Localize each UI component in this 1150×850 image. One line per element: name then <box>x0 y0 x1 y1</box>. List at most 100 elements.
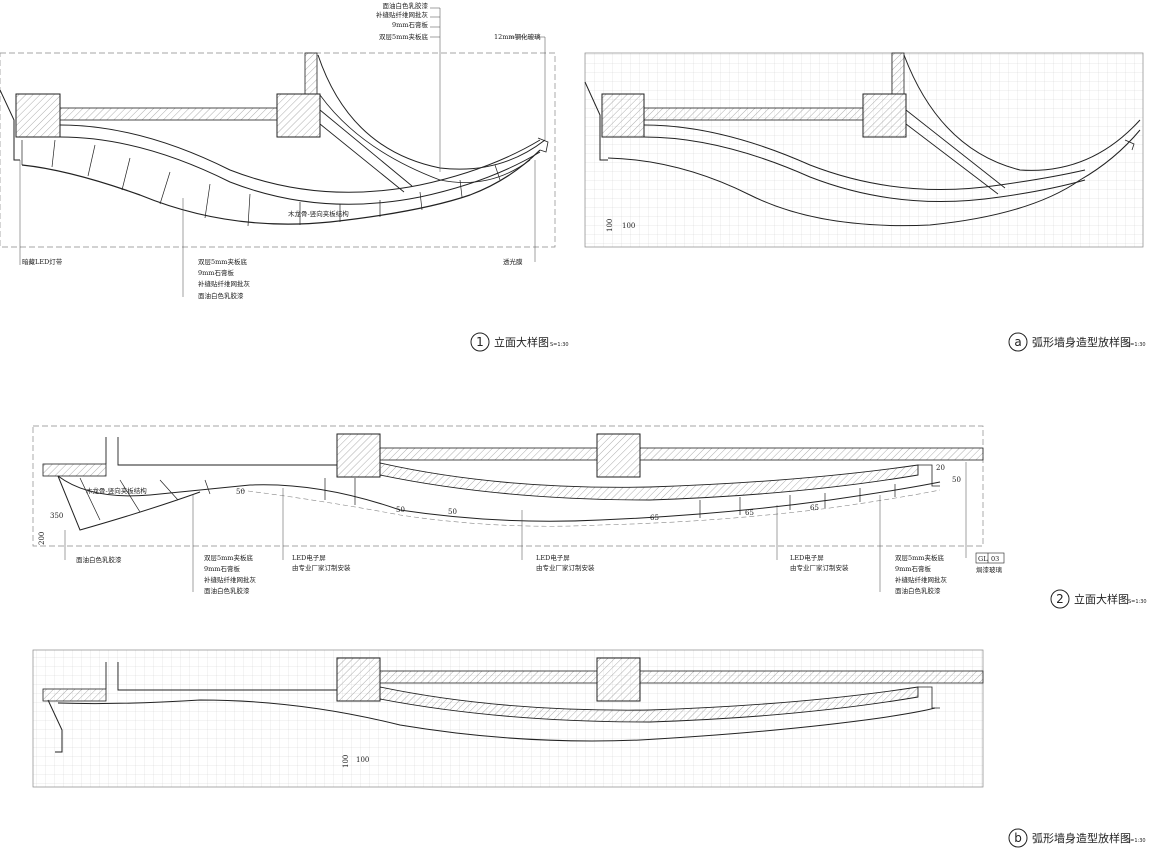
note-glass: 12mm钢化玻璃 <box>494 32 541 41</box>
dim-along-5: 65 <box>745 509 754 517</box>
note-right-1: 双层5mm夹板底 <box>895 553 944 562</box>
curved-wall-upper-inner <box>319 94 531 183</box>
glass-2-end <box>918 464 940 487</box>
beam-b-left <box>42 688 107 702</box>
drawing-symbol-a <box>1008 332 1028 352</box>
note-bottom-1: 双层5mm夹板底 <box>198 257 247 266</box>
column-left-a <box>601 93 645 138</box>
wall-top <box>304 52 318 95</box>
scale-b: S=1:30 <box>1127 838 1146 844</box>
drawing-2-frame <box>32 425 984 547</box>
band-inner-a <box>643 136 1086 202</box>
note-bottom-3: 补缝贴纤维网批灰 <box>198 279 251 288</box>
dim-along-3: 50 <box>448 508 457 516</box>
note-mid-3: 补缝贴纤维网批灰 <box>204 575 257 584</box>
dim-along-4: 65 <box>650 514 659 522</box>
column-b-right <box>596 657 641 702</box>
drawing-a-grid <box>584 52 1144 248</box>
led-3-b: 由专业厂家订制安装 <box>790 563 849 572</box>
wall-left-edge <box>0 89 15 148</box>
led-2-b: 由专业厂家订制安装 <box>536 563 595 572</box>
wall-2-left <box>105 437 337 466</box>
wall-b-left-end <box>47 699 63 753</box>
title-block-1: 1 立面大样图 S=1:30 <box>470 332 569 352</box>
curve-upper-a <box>903 54 1141 171</box>
wall-b-left <box>105 662 337 691</box>
column-center <box>276 93 321 138</box>
beam-a <box>643 107 864 121</box>
drawing-b-grid <box>32 649 984 788</box>
note-mid-2: 9mm石膏板 <box>204 564 240 573</box>
note-keel-1: 木龙骨-竖向夹板结构 <box>288 209 349 218</box>
note-right-4: 面油白色乳胶漆 <box>895 586 941 595</box>
title-block-a: a 弧形墙身造型放样图 S=1:30 <box>1008 332 1146 352</box>
curve-lower-a <box>607 129 1141 227</box>
led-1-b: 由专业厂家订制安装 <box>292 563 351 572</box>
title-1: 立面大样图 <box>494 335 549 349</box>
scale-2: S=1:30 <box>1128 599 1147 605</box>
grid-dim-a-1: 100 <box>606 219 614 232</box>
title-2: 立面大样图 <box>1074 592 1129 606</box>
note-top-1: 面油白色乳胶漆 <box>383 1 429 10</box>
led-strip-marker <box>13 148 20 161</box>
curved-band-b <box>379 686 919 723</box>
symbol-text-b: b <box>1014 831 1022 845</box>
curved-band-2 <box>379 462 919 501</box>
curve-2-led-line <box>239 489 941 527</box>
drawing-1-frame <box>0 52 556 248</box>
curved-band-inner <box>59 136 541 205</box>
led-marker-a <box>599 150 608 161</box>
dim-along-6: 65 <box>810 504 819 512</box>
grid-dim-b-1: 100 <box>342 755 350 768</box>
curved-wall-upper <box>317 54 546 170</box>
note-mid-1: 双层5mm夹板底 <box>204 553 253 562</box>
beam-b-right <box>639 670 984 684</box>
scale-1: S=1:30 <box>550 342 569 348</box>
led-2-a: LED电子屏 <box>536 553 570 562</box>
note-keel-2: 木龙骨-竖向夹板结构 <box>86 486 147 495</box>
drawing-b-setout: 100 100 b 弧形墙身造型放样图 S=1:30 <box>32 649 1146 848</box>
tag-code: GL <box>978 555 988 563</box>
band-outer-a <box>643 124 1086 190</box>
symbol-text-a: a <box>1014 335 1021 349</box>
diagonal-strut <box>319 109 413 193</box>
note-led-strip: 暗藏LED灯带 <box>22 257 63 266</box>
beam-2-mid <box>379 447 598 461</box>
note-mid-4: 面油白色乳胶漆 <box>204 586 250 595</box>
drawing-symbol-1 <box>470 332 490 352</box>
note-right-3: 补缝贴纤维网批灰 <box>895 575 948 584</box>
strut-a <box>905 109 1006 195</box>
leaders-2 <box>64 462 967 592</box>
beam-2-left <box>42 463 107 477</box>
glass-b-end <box>918 686 940 709</box>
beam-b-mid <box>379 670 598 684</box>
drawing-a-setout: 100 100 a 弧形墙身造型放样图 S=1:30 <box>584 52 1146 352</box>
dim-right-1: 20 <box>936 464 945 472</box>
material-tag: GL 03 焗漆玻璃 <box>975 552 1005 574</box>
note-film: 透光膜 <box>503 257 523 266</box>
scale-a: S=1:30 <box>1127 342 1146 348</box>
curve-b-setout <box>57 699 936 742</box>
grid-dim-a-2: 100 <box>622 222 635 230</box>
note-bottom-4: 面油白色乳胶漆 <box>198 291 244 300</box>
beam <box>59 107 278 121</box>
title-block-b: b 弧形墙身造型放样图 S=1:30 <box>1008 828 1146 848</box>
dim-along-2: 50 <box>396 506 405 514</box>
led-3-a: LED电子屏 <box>790 553 824 562</box>
keel-2-segments <box>79 477 896 521</box>
beam-2-right <box>639 447 984 461</box>
symbol-text-2: 2 <box>1056 592 1064 606</box>
title-block-2: 2 立面大样图 S=1:30 <box>1050 589 1147 609</box>
column-left <box>15 93 61 138</box>
dim-left-350: 350 <box>50 512 63 520</box>
note-top-3: 9mm石膏板 <box>392 20 428 29</box>
drawing-symbol-b <box>1008 828 1028 848</box>
dim-along-1: 50 <box>236 488 245 496</box>
drawing-2-elevation-detail: 木龙骨-竖向夹板结构 350 200 面油白色乳胶漆 双层5mm夹板底 9mm石… <box>32 425 1147 609</box>
tag-no: 03 <box>991 555 999 563</box>
keel-segments <box>21 139 501 227</box>
drawing-1-elevation-detail: 面油白色乳胶漆 补缝贴纤维网批灰 9mm石膏板 双层5mm夹板底 12mm钢化玻… <box>0 1 569 352</box>
curve-2-upper-edge <box>57 475 941 522</box>
title-b: 弧形墙身造型放样图 <box>1032 831 1131 845</box>
